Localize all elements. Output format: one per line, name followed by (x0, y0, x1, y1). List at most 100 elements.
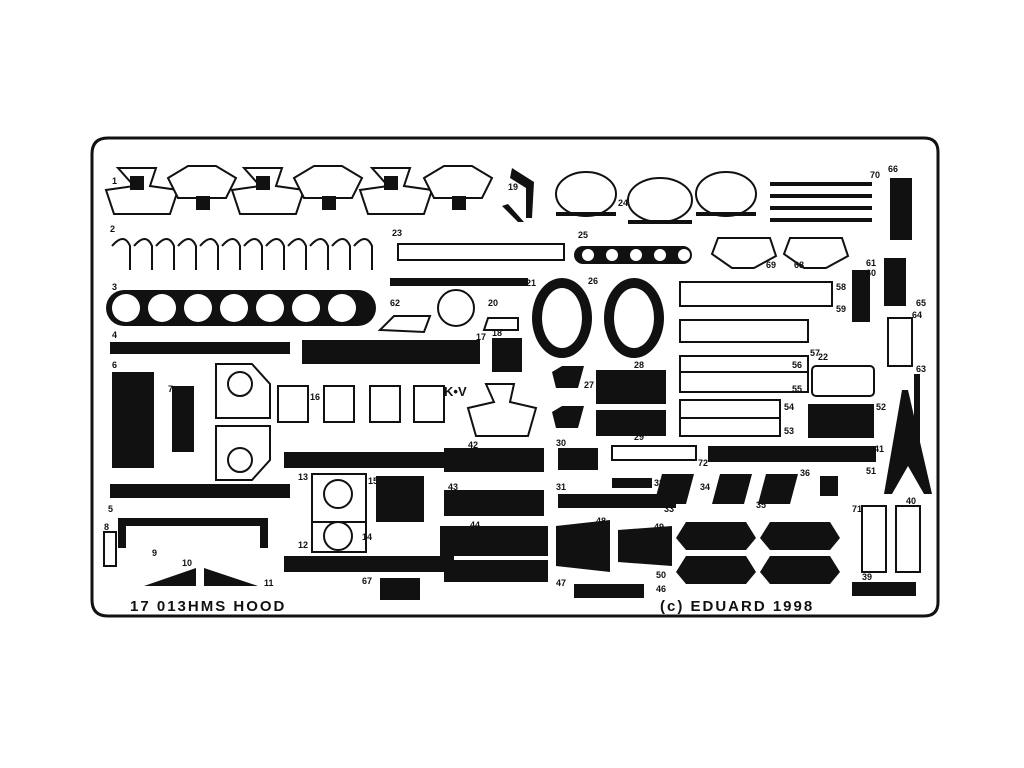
part-number-label: 10 (182, 558, 192, 568)
part-number-label: 59 (836, 304, 846, 314)
part-number-label: 6 (112, 360, 117, 370)
part-number-label: 51 (866, 466, 876, 476)
strip-31 (558, 494, 676, 508)
part-number-label: 30 (556, 438, 566, 448)
part-27a (552, 366, 584, 388)
part-number-label: 35 (756, 500, 766, 510)
part-36 (820, 476, 838, 496)
grille-69 (710, 237, 778, 269)
part-number-label: 44 (470, 520, 480, 530)
strip-46 (574, 584, 644, 598)
rail-5 (110, 484, 290, 498)
part-number-label: 65 (916, 298, 926, 308)
strip-29 (596, 410, 666, 436)
part-number-label: 64 (912, 310, 922, 320)
part-number-label: 2 (110, 224, 115, 234)
part-number-label: 40 (906, 496, 916, 506)
part-42 (444, 448, 544, 472)
part-number-label: 49 (654, 522, 664, 532)
rail-strips-top (770, 182, 872, 222)
tripod-41 (884, 390, 932, 494)
strip-63 (914, 374, 920, 464)
vertical-ladder-66 (890, 178, 912, 240)
part-number-label: 12 (298, 540, 308, 550)
part-number-label: 22 (818, 352, 828, 362)
part-27b (552, 406, 584, 428)
grid-6 (112, 372, 154, 468)
part-38a (676, 556, 756, 584)
part-number-label: 18 (492, 328, 502, 338)
part-number-label: 63 (916, 364, 926, 374)
disc-part (437, 289, 475, 327)
part-number-label: 53 (784, 426, 794, 436)
strip-28 (596, 370, 666, 404)
part-number-label: 61 (866, 258, 876, 268)
part-number-label: 8 (104, 522, 109, 532)
plate-20 (482, 317, 519, 331)
part-number-label: 43 (448, 482, 458, 492)
part-number-label: 55 (792, 384, 802, 394)
manufacturer-mark: K•V (444, 384, 467, 399)
part-number-label: 25 (578, 230, 588, 240)
gun-shield-center (466, 383, 538, 437)
part-number-label: 34 (700, 482, 710, 492)
part-number-label: 45 (534, 560, 544, 570)
plate-62 (377, 315, 432, 334)
part-number-label: 26 (588, 276, 598, 286)
part-number-label: 16 (310, 392, 320, 402)
part-number-label: 36 (800, 468, 810, 478)
rail-12 (284, 556, 454, 572)
part-37a (676, 522, 756, 550)
part-number-label: 29 (634, 432, 644, 442)
part-43 (444, 490, 544, 516)
ladder-grids (679, 281, 833, 437)
grid-15 (376, 476, 424, 522)
part-number-label: 4 (112, 330, 117, 340)
ladder-part (502, 204, 524, 222)
strip-8 (103, 531, 117, 567)
part-number-label: 41 (874, 444, 884, 454)
part-number-label: 39 (862, 572, 872, 582)
part-44 (440, 526, 548, 556)
part-number-label: 50 (656, 570, 666, 580)
part-number-label: 20 (488, 298, 498, 308)
rail-23 (397, 243, 565, 261)
part-30 (558, 448, 598, 470)
platform-9 (118, 518, 268, 548)
part-number-label: 62 (390, 298, 400, 308)
grille-68 (782, 237, 850, 269)
grid-52 (808, 404, 874, 438)
part-number-label: 58 (836, 282, 846, 292)
part-number-label: 24 (618, 198, 628, 208)
copyright-text: (c) EDUARD 1998 (660, 598, 814, 615)
part-37b (760, 522, 840, 550)
part-32 (612, 478, 652, 488)
part-number-label: 21 (526, 278, 536, 288)
part-number-label: 13 (298, 472, 308, 482)
ladder-40 (895, 505, 921, 573)
part-38b (760, 556, 840, 584)
part-35b (758, 474, 798, 504)
part-number-label: 67 (362, 576, 372, 586)
rail-13 (284, 452, 454, 468)
part-number-label: 7 (168, 384, 173, 394)
part-number-label: 31 (556, 482, 566, 492)
ring-strip-25 (574, 246, 692, 264)
part-number-label: 14 (362, 532, 372, 542)
part-number-label: 52 (876, 402, 886, 412)
rail-21 (390, 278, 528, 286)
fin-10 (144, 568, 196, 586)
part-number-label: 54 (784, 402, 794, 412)
ship-name: HMS HOOD (188, 598, 287, 615)
binocular-22 (811, 365, 875, 397)
product-code: 17 013 (130, 598, 188, 615)
rail-41 (708, 446, 876, 462)
part-number-label: 69 (766, 260, 776, 270)
strut-part (510, 168, 534, 218)
plate-67 (380, 578, 420, 600)
frame-64 (887, 317, 913, 367)
rail-72 (611, 445, 697, 461)
sheet-caption-product: 17 013HMS HOOD (130, 598, 286, 615)
ladder-65 (884, 258, 906, 306)
